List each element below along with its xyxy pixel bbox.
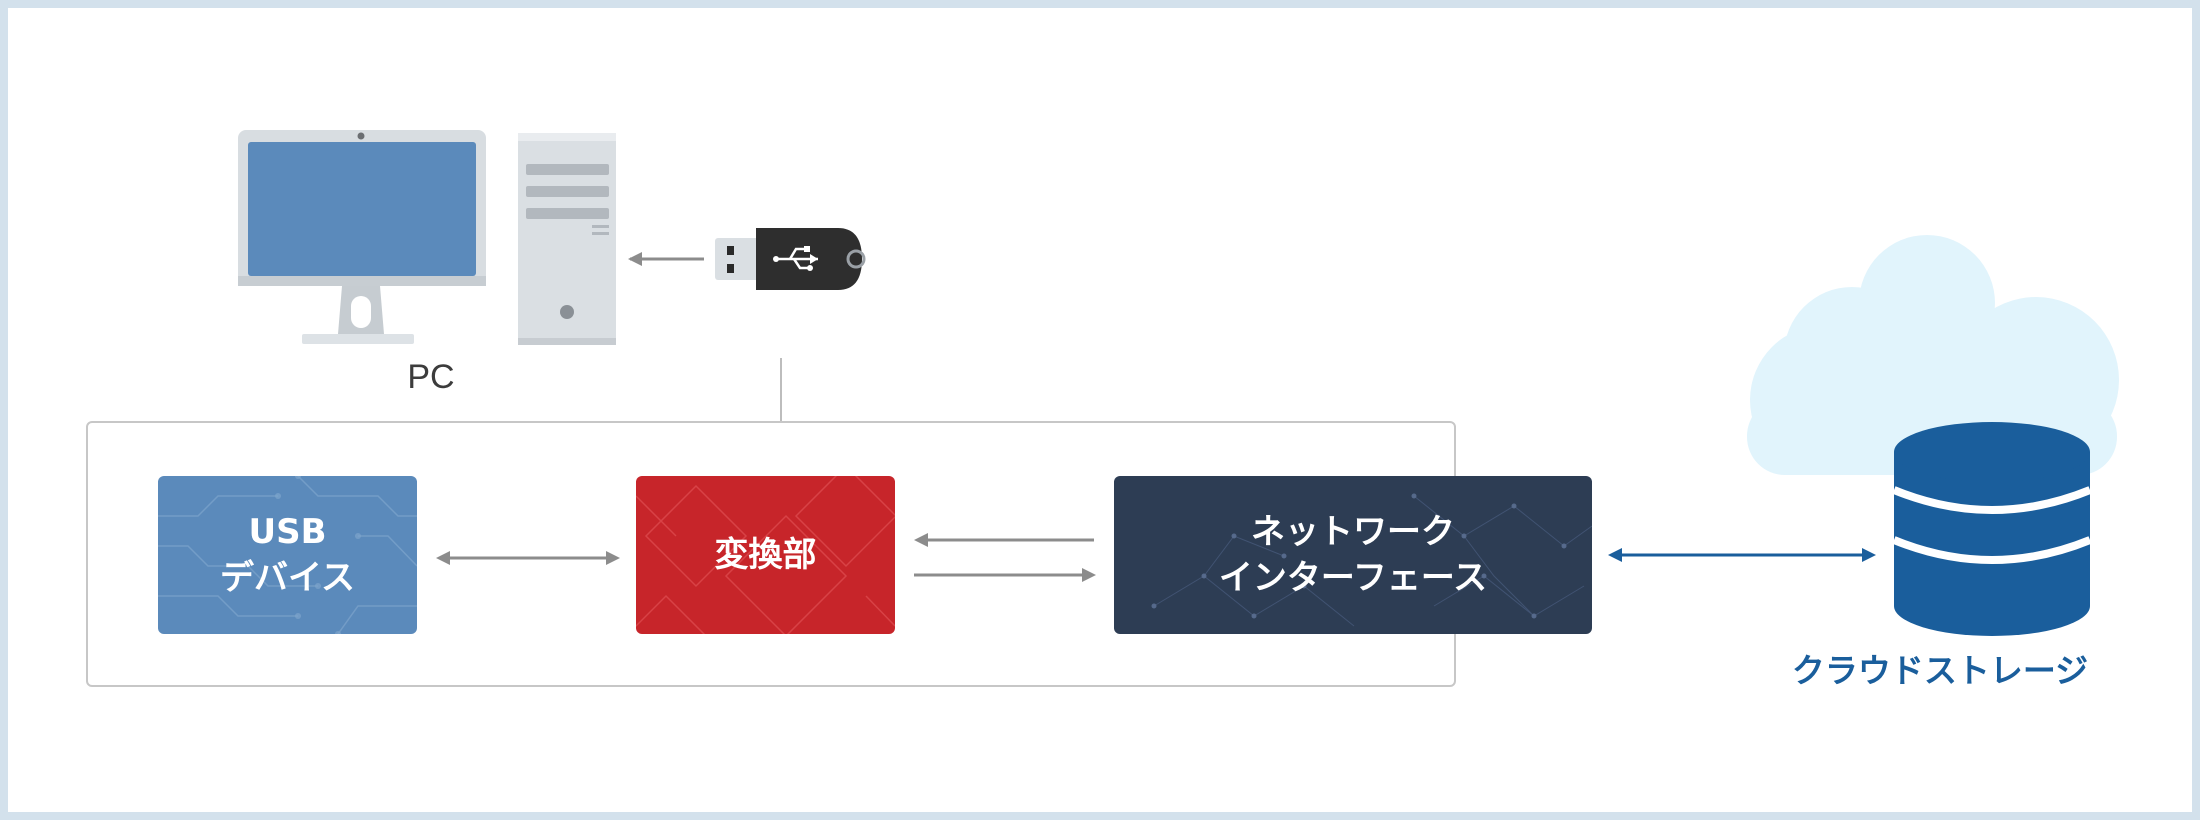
diamond-pattern [636,476,895,634]
network-block-line2: インターフェース [1218,558,1488,598]
converter-block-label: 変換部 [714,535,817,575]
converter-to-network-arrow [914,568,1096,582]
converter-block: 変換部 [636,476,895,634]
usb-block-line2: デバイス [220,558,355,598]
usb-block-line1: USB [248,512,327,552]
network-to-converter-arrow [914,533,1094,547]
monitor-icon [238,130,486,344]
cloud-storage-label: クラウドストレージ [1791,651,2089,690]
circuit-pattern [158,476,417,634]
usb-stick-icon [715,228,866,290]
database-icon [1892,422,2092,636]
pc-label: PC [407,358,455,396]
network-cloud-arrow [1608,548,1876,562]
network-interface-block: ネットワーク インターフェース [1114,476,1592,634]
usb-device-block: USB デバイス [158,476,417,634]
network-pattern [1151,493,1592,627]
usb-converter-arrow [436,551,620,565]
network-block-line1: ネットワーク [1251,512,1455,552]
pc-tower-icon [518,133,616,345]
